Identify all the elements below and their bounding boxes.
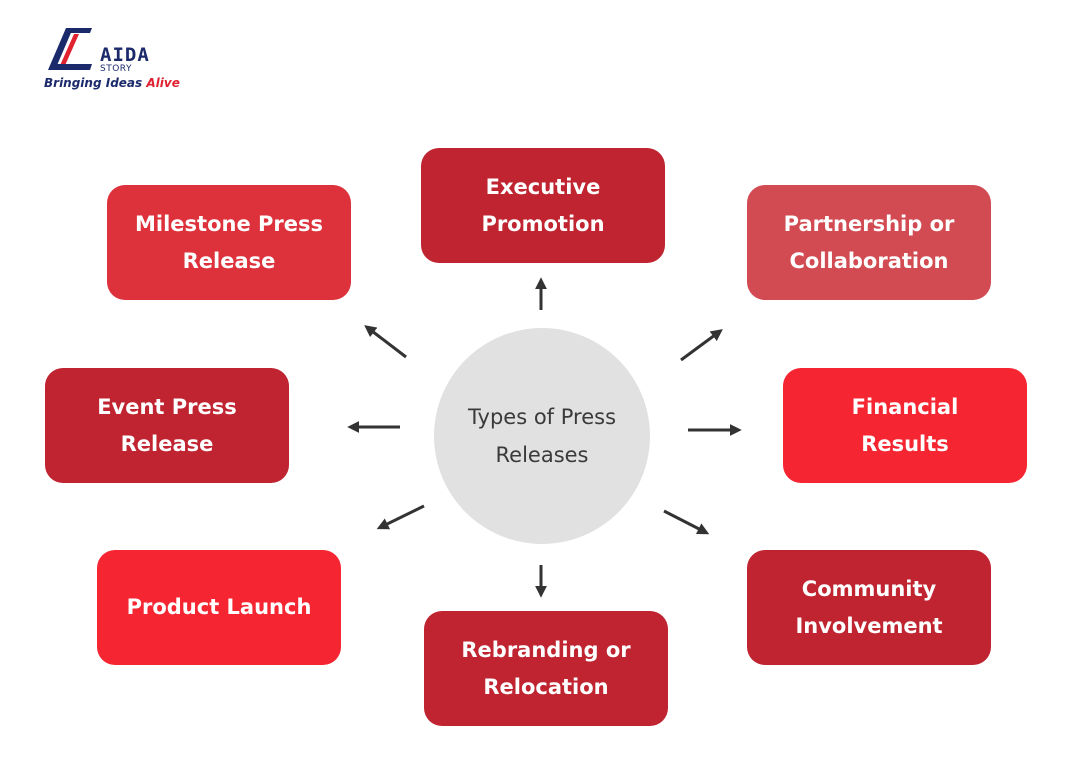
node-executive-promotion: Executive Promotion (421, 148, 665, 263)
node-community-involvement: Community Involvement (747, 550, 991, 665)
node-partnership-collaboration: Partnership or Collaboration (747, 185, 991, 300)
node-financial-results: Financial Results (783, 368, 1027, 483)
node-executive-label: Executive Promotion (481, 174, 605, 236)
arrow-down-left (376, 504, 425, 530)
logo-tagline: Bringing Ideas Alive (44, 76, 180, 90)
arrow-up-left (364, 325, 407, 359)
node-community-label: Community Involvement (795, 576, 943, 638)
arrow-down-right (663, 509, 710, 535)
tagline-main: Bringing Ideas (44, 76, 143, 90)
node-event-label: Event Press Release (97, 394, 237, 456)
logo-mark-icon (48, 28, 92, 70)
node-milestone-label: Milestone Press Release (135, 211, 323, 273)
node-rebranding-relocation: Rebranding or Relocation (424, 611, 668, 726)
node-product-label: Product Launch (126, 595, 312, 619)
node-partnership-label: Partnership or Collaboration (783, 211, 955, 273)
node-milestone-press-release: Milestone Press Release (107, 185, 351, 300)
aida-story-logo: AIDA STORY Bringing Ideas Alive (40, 24, 180, 94)
node-rebranding-label: Rebranding or Relocation (461, 637, 631, 699)
center-topic: Types of Press Releases (434, 328, 650, 544)
logo-wordmark: AIDA (100, 44, 150, 66)
node-financial-label: Financial Results (851, 394, 959, 456)
node-event-press-release: Event Press Release (45, 368, 289, 483)
tagline-accent: Alive (146, 76, 180, 90)
center-label: Types of Press Releases (467, 405, 617, 467)
logo-subword: STORY (100, 64, 132, 74)
node-product-launch: Product Launch (97, 550, 341, 665)
arrow-up-right (680, 329, 723, 362)
